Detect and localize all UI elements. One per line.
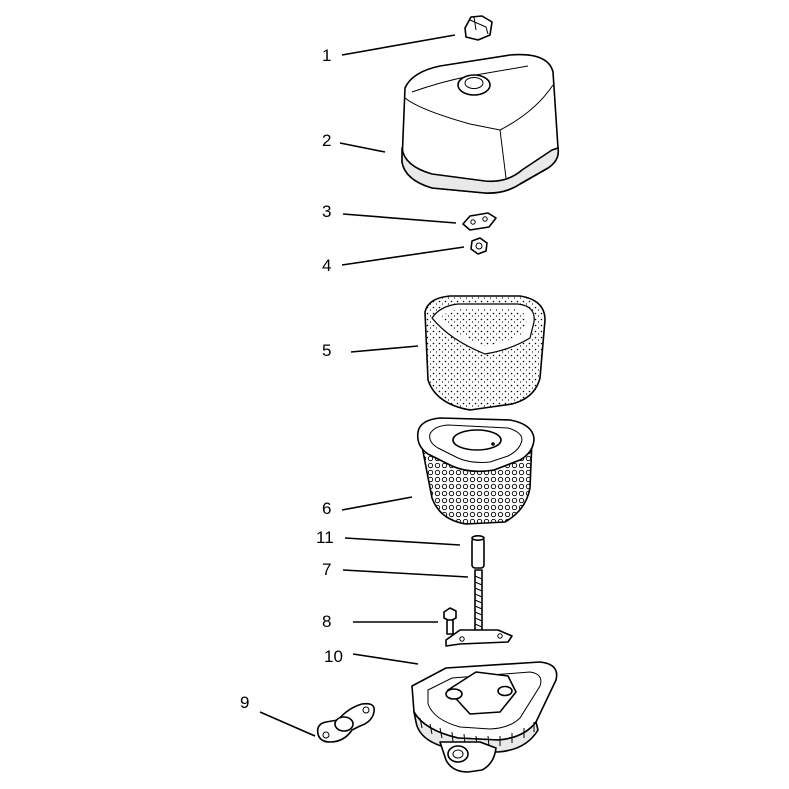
callout-1: 1 (322, 46, 331, 65)
leader-6 (341, 496, 413, 511)
leader-1 (341, 34, 456, 56)
part-4-nut (470, 237, 488, 255)
leader-11 (344, 537, 461, 546)
leader-5 (350, 345, 419, 353)
part-11-sleeve (471, 534, 485, 569)
callout-3: 3 (322, 202, 331, 221)
leader-lines (259, 34, 469, 737)
leader-7 (342, 569, 469, 578)
part-6-filter-element (416, 417, 535, 525)
part-5-precleaner (424, 295, 546, 411)
callout-labels: 1 2 3 4 5 6 11 7 8 10 9 (240, 46, 343, 712)
leader-9 (259, 711, 316, 737)
callout-7: 7 (322, 560, 331, 579)
callout-4: 4 (322, 256, 331, 275)
part-9-gasket (316, 702, 376, 743)
part-10-base (411, 661, 558, 773)
callout-11: 11 (316, 528, 334, 547)
callout-10: 10 (324, 647, 343, 666)
callout-5: 5 (322, 341, 331, 360)
callout-6: 6 (322, 499, 331, 518)
part-8-bolt (443, 607, 457, 635)
part-1-knob (464, 15, 493, 41)
leader-4 (341, 246, 465, 266)
part-3-bracket (462, 212, 497, 231)
callout-9: 9 (240, 693, 249, 712)
part-2-cover (401, 53, 560, 194)
callout-8: 8 (322, 612, 331, 631)
leader-2 (339, 142, 386, 153)
leader-10 (352, 653, 419, 665)
part-7-stud (445, 569, 513, 647)
callout-2: 2 (322, 131, 331, 150)
leader-3 (342, 213, 457, 224)
